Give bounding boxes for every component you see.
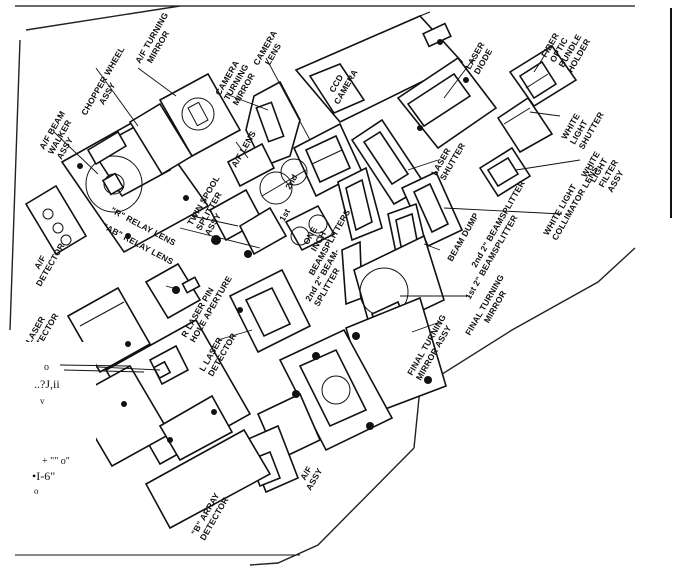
ocr-artifact-a-top: o bbox=[44, 362, 49, 373]
label-chopper-wheel-l1: CHOPPER WHEEL bbox=[79, 45, 127, 117]
af-assy-part bbox=[244, 328, 394, 494]
label-camera-lens: CAMERA LENS bbox=[251, 29, 283, 67]
r-laser-pin-part bbox=[144, 262, 202, 320]
leader-lines bbox=[53, 49, 581, 371]
white-light-filter bbox=[478, 146, 532, 198]
laser-shutter-part bbox=[350, 118, 428, 206]
baseplate-outline bbox=[9, 5, 636, 566]
scan-artifact-left: o ..?J,ii v + "" o" •I-6" o bbox=[0, 342, 145, 508]
af-lens-twin-spool bbox=[208, 142, 308, 258]
chopper-wheel-assy bbox=[60, 102, 210, 254]
label-af-beam-walker: A/F BEAM WALKER ASSY bbox=[37, 109, 75, 161]
collimator-lens-part bbox=[400, 170, 464, 248]
b-array-detector-part bbox=[70, 318, 272, 530]
l-laser-detector-part bbox=[228, 268, 312, 354]
laser-diode bbox=[396, 56, 498, 150]
label-white-light-collimator: WHITE LIGHT COLLIMATOR LENS bbox=[541, 164, 600, 242]
ocr-artifact-b: •I-6" bbox=[32, 469, 55, 483]
af-detector-part bbox=[24, 184, 88, 256]
page-frame bbox=[15, 5, 672, 556]
ocr-artifact-a-bottom: v bbox=[40, 396, 45, 406]
label-white-light-shutter: WHITE LIGHT SHUTTER bbox=[559, 110, 606, 151]
ocr-artifact-b-top: + "" o" bbox=[42, 456, 70, 467]
af-turning-mirror-part bbox=[158, 72, 242, 158]
white-light-shutter bbox=[496, 96, 554, 154]
ocr-artifact-b-bottom: o bbox=[34, 486, 39, 496]
ccd-camera bbox=[294, 11, 464, 123]
one-inch-beamsplitters bbox=[284, 204, 336, 252]
label-white-light-filter: WHITE LIGHT FILTER ASSY bbox=[579, 149, 626, 194]
label-af-turning-mirror: A/F TURNING MIRROR bbox=[133, 10, 171, 65]
ocr-artifact-a: ..?J,ii bbox=[34, 377, 60, 391]
label-af-detector: A/F DETECTOR bbox=[32, 241, 66, 288]
fiber-optic-holder bbox=[508, 44, 578, 108]
label-af-assy: A/F ASSY bbox=[298, 464, 324, 492]
